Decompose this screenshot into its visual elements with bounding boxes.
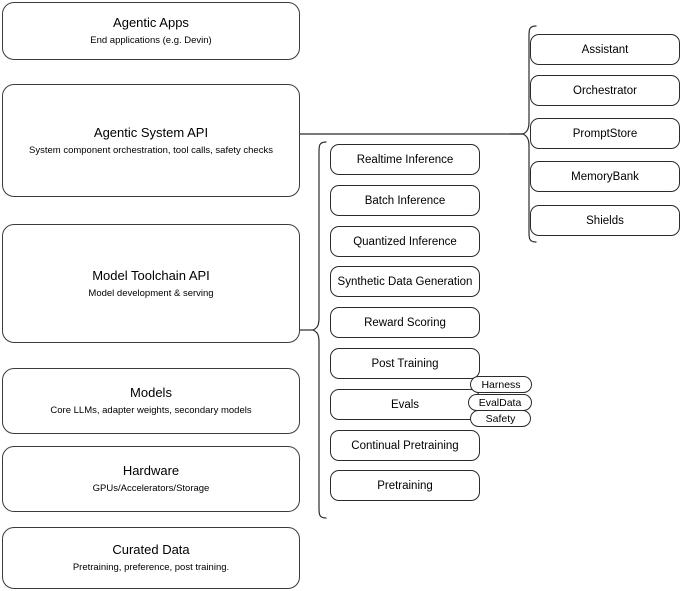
pill-label: Safety — [485, 412, 516, 425]
bracket-toolchain-capabilities — [300, 140, 330, 520]
capability-post-training[interactable]: Post Training — [330, 348, 480, 379]
system-component-orchestrator[interactable]: Orchestrator — [530, 75, 680, 106]
evals-subcomponent-evaldata[interactable]: EvalData — [468, 394, 532, 411]
capability-label: Reward Scoring — [364, 316, 446, 329]
connector-system-api-to-components — [300, 128, 524, 140]
capability-label: Evals — [390, 398, 420, 411]
stack-layer-subtitle: End applications (e.g. Devin) — [90, 35, 212, 46]
stack-layer-subtitle: Model development & serving — [88, 287, 214, 299]
capability-label: Pretraining — [377, 479, 433, 492]
capability-reward-scoring[interactable]: Reward Scoring — [330, 307, 480, 338]
stack-layer-title: Curated Data — [112, 542, 190, 557]
capability-batch-inference[interactable]: Batch Inference — [330, 185, 480, 216]
capability-label: Synthetic Data Generation — [337, 275, 473, 288]
pill-label: EvalData — [478, 396, 522, 409]
capability-continual-pretraining[interactable]: Continual Pretraining — [330, 430, 480, 461]
stack-layer-curated-data[interactable]: Curated Data Pretraining, preference, po… — [2, 527, 300, 589]
evals-subcomponent-harness[interactable]: Harness — [470, 376, 532, 393]
stack-layer-title: Agentic Apps — [113, 15, 189, 30]
stack-layer-model-toolchain-api[interactable]: Model Toolchain API Model development & … — [2, 224, 300, 343]
capability-quantized-inference[interactable]: Quantized Inference — [330, 226, 480, 257]
stack-layer-title: Models — [130, 385, 172, 400]
stack-layer-subtitle: System component orchestration, tool cal… — [29, 144, 273, 156]
stack-layer-subtitle: Pretraining, preference, post training. — [72, 562, 230, 573]
capability-label: Batch Inference — [364, 194, 446, 207]
system-component-label: Orchestrator — [573, 84, 637, 97]
capability-label: Continual Pretraining — [351, 439, 459, 452]
stack-layer-subtitle: Core LLMs, adapter weights, secondary mo… — [50, 405, 252, 416]
capability-synthetic-data-generation[interactable]: Synthetic Data Generation — [330, 266, 480, 297]
capability-label: Quantized Inference — [353, 235, 457, 248]
system-component-label: PromptStore — [572, 127, 638, 140]
stack-layer-title: Hardware — [122, 463, 180, 478]
system-component-label: Shields — [586, 214, 624, 227]
system-component-promptstore[interactable]: PromptStore — [530, 118, 680, 149]
pill-label: Harness — [481, 378, 521, 391]
stack-layer-models[interactable]: Models Core LLMs, adapter weights, secon… — [2, 368, 300, 434]
system-component-label: MemoryBank — [571, 170, 639, 183]
stack-layer-subtitle: GPUs/Accelerators/Storage — [92, 483, 210, 494]
capability-evals[interactable]: Evals — [330, 389, 480, 420]
capability-pretraining[interactable]: Pretraining — [330, 470, 480, 501]
system-component-label: Assistant — [581, 43, 629, 56]
capability-label: Realtime Inference — [356, 153, 454, 166]
stack-layer-title: Agentic System API — [93, 124, 209, 140]
stack-layer-hardware[interactable]: Hardware GPUs/Accelerators/Storage — [2, 446, 300, 512]
stack-layer-agentic-apps[interactable]: Agentic Apps End applications (e.g. Devi… — [2, 2, 300, 60]
system-component-shields[interactable]: Shields — [530, 205, 680, 236]
capability-realtime-inference[interactable]: Realtime Inference — [330, 144, 480, 175]
system-component-memorybank[interactable]: MemoryBank — [530, 161, 680, 192]
stack-layer-title: Model Toolchain API — [92, 267, 210, 283]
evals-subcomponent-safety[interactable]: Safety — [470, 410, 531, 427]
bracket-system-components — [510, 24, 540, 244]
stack-layer-agentic-system-api[interactable]: Agentic System API System component orch… — [2, 84, 300, 197]
capability-label: Post Training — [371, 357, 439, 370]
system-component-assistant[interactable]: Assistant — [530, 34, 680, 65]
